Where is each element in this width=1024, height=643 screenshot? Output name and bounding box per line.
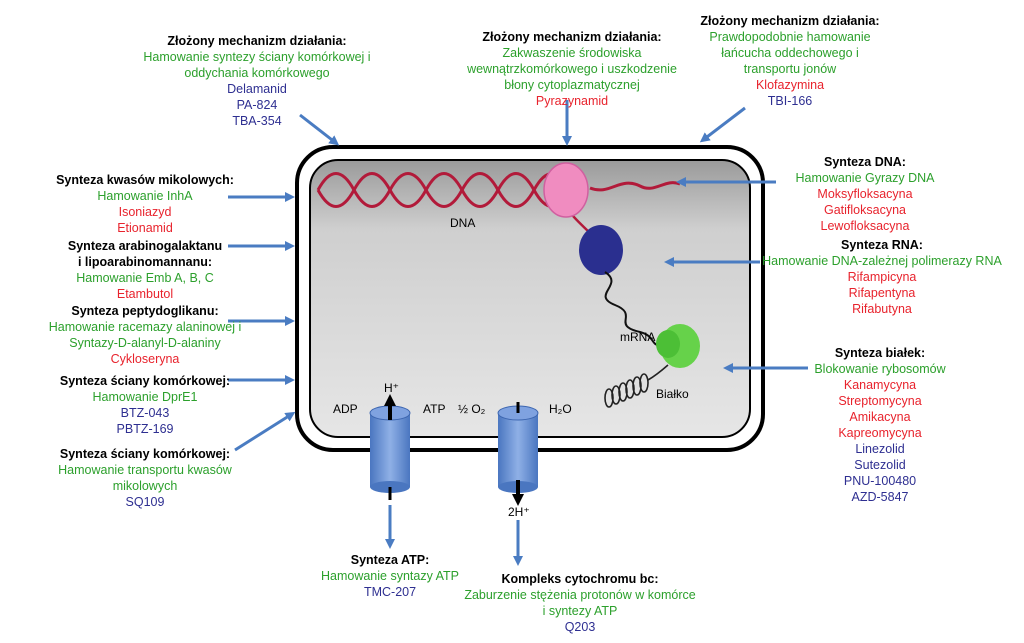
mechanism-line: łańcucha oddechowego i xyxy=(721,46,859,60)
annotation-arabino: Synteza arabinogalaktanu i lipoarabinoma… xyxy=(45,238,245,302)
drug-name: Amikacyna xyxy=(849,410,911,424)
drug-name: PNU-100480 xyxy=(843,474,917,488)
mechanism-line: Hamowanie Gyrazy DNA xyxy=(795,171,935,185)
annotation-wall1: Synteza ściany komórkowej: Hamowanie Dpr… xyxy=(40,373,250,437)
mrna-label: mRNA xyxy=(620,330,656,344)
drug-name: SQ109 xyxy=(125,495,165,509)
h-plus-label: H⁺ xyxy=(384,381,399,395)
heading: Synteza ściany komórkowej: xyxy=(59,447,231,461)
annotation-protein-synthesis: Synteza białek: Blokowanie rybosomów Kan… xyxy=(805,345,955,505)
drug-name: PA-824 xyxy=(236,98,278,112)
drug-name: Isoniazyd xyxy=(118,205,172,219)
mechanism-line: transportu jonów xyxy=(743,62,837,76)
drug-name: Q203 xyxy=(564,620,596,634)
mechanism-line: Hamowanie syntezy ściany komórkowej i xyxy=(143,50,371,64)
drug-name: Cykloseryna xyxy=(110,352,180,366)
mechanism-line: Blokowanie rybosomów xyxy=(814,362,946,376)
arrow-wall2 xyxy=(234,411,296,452)
mechanism-line: Hamowanie transportu kwasów xyxy=(58,463,232,477)
drug-name: Streptomycyna xyxy=(838,394,922,408)
annotation-wall2: Synteza ściany komórkowej: Hamowanie tra… xyxy=(45,446,245,510)
heading: Kompleks cytochromu bc: xyxy=(501,572,659,586)
arrow-top-right xyxy=(699,106,746,143)
arrow-top-left xyxy=(299,113,340,146)
mechanism-line: Hamowanie DNA-zależnej polimerazy RNA xyxy=(762,254,1002,268)
dna-gyrase-shape xyxy=(543,162,589,218)
heading: Synteza białek: xyxy=(834,346,926,360)
heading: Synteza peptydoglikanu: xyxy=(71,304,219,318)
heading: Złożony mechanizm działania: xyxy=(167,34,347,48)
heading: Złożony mechanizm działania: xyxy=(482,30,662,44)
mechanism-line: Hamowanie Emb A, B, C xyxy=(76,271,214,285)
mechanism-line: Syntazy-D-alanyl-D-alaniny xyxy=(69,336,221,350)
mechanism-line: Zaburzenie stężenia protonów w komórce xyxy=(464,588,696,602)
drug-name: Etambutol xyxy=(116,287,174,301)
heading: Synteza ściany komórkowej: xyxy=(59,374,231,388)
heading: Synteza kwasów mikolowych: xyxy=(56,173,234,187)
heading: Złożony mechanizm działania: xyxy=(700,14,880,28)
heading: Synteza arabinogalaktanu xyxy=(67,239,223,253)
mechanism-line: Hamowanie syntazy ATP xyxy=(320,569,460,583)
drug-name: Etionamid xyxy=(117,221,173,235)
mechanism-line: Prawdopodobnie hamowanie xyxy=(709,30,871,44)
annotation-top-right: Złożony mechanizm działania: Prawdopodob… xyxy=(690,13,890,109)
annotation-dna-synthesis: Synteza DNA: Hamowanie Gyrazy DNA Moksyf… xyxy=(785,154,945,234)
annotation-mycolic: Synteza kwasów mikolowych: Hamowanie Inh… xyxy=(40,172,250,236)
half-o2-label: ½ O₂ xyxy=(458,402,486,416)
drug-name: TBI-166 xyxy=(767,94,813,108)
annotation-cytochrome: Kompleks cytochromu bc: Zaburzenie stęże… xyxy=(455,571,705,635)
drug-name: Lewofloksacyna xyxy=(820,219,910,233)
drug-name: Linezolid xyxy=(855,442,905,456)
drug-name: Rifapentyna xyxy=(848,286,916,300)
annotation-rna-synthesis: Synteza RNA: Hamowanie DNA-zależnej poli… xyxy=(762,237,1002,317)
mechanism-line: Hamowanie racemazy alaninowej i xyxy=(48,320,242,334)
drug-name: Kanamycyna xyxy=(843,378,917,392)
mechanism-line: oddychania komórkowego xyxy=(184,66,330,80)
drug-name: Sutezolid xyxy=(854,458,906,472)
drug-name: PBTZ-169 xyxy=(116,422,174,436)
mechanism-line: Hamowanie InhA xyxy=(97,189,193,203)
annotation-peptido: Synteza peptydoglikanu: Hamowanie racema… xyxy=(15,303,275,367)
heading: Synteza RNA: xyxy=(841,238,923,252)
drug-name: TBA-354 xyxy=(232,114,282,128)
cytochrome-bc-pore xyxy=(497,402,539,506)
dna-label: DNA xyxy=(450,216,476,230)
annotation-top-center: Złożony mechanizm działania: Zakwaszenie… xyxy=(457,29,687,109)
drug-name: Delamanid xyxy=(227,82,287,96)
annotation-top-left: Złożony mechanizm działania: Hamowanie s… xyxy=(122,33,392,129)
mechanism-line: i syntezy ATP xyxy=(542,604,618,618)
heading: i lipoarabinomannanu: xyxy=(77,255,213,269)
protein-coil xyxy=(604,364,669,408)
rna-polymerase-shape xyxy=(579,225,623,275)
drug-name: Gatifloksacyna xyxy=(824,203,906,217)
mechanism-line: Hamowanie DprE1 xyxy=(92,390,198,404)
drug-name: TMC-207 xyxy=(363,585,417,599)
drug-name: Kapreomycyna xyxy=(838,426,922,440)
mechanism-line: mikolowych xyxy=(112,479,178,493)
drug-name: AZD-5847 xyxy=(851,490,909,504)
drug-name: Moksyfloksacyna xyxy=(817,187,913,201)
drug-name: Klofazymina xyxy=(755,78,825,92)
drug-name: Pyrazynamid xyxy=(535,94,609,108)
atp-synthase-pore xyxy=(369,394,411,500)
mrna-strand xyxy=(604,271,661,347)
ribosome-small-subunit xyxy=(656,330,680,358)
drug-name: BTZ-043 xyxy=(120,406,170,420)
heading: Synteza DNA: xyxy=(824,155,906,169)
mechanism-line: błony cytoplazmatycznej xyxy=(504,78,640,92)
two-h-plus-label: 2H⁺ xyxy=(508,505,530,519)
h2o-label: H₂O xyxy=(549,402,572,416)
drug-name: Rifabutyna xyxy=(852,302,912,316)
mechanism-line: wewnątrzkomórkowego i uszkodzenie xyxy=(467,62,677,76)
heading: Synteza ATP: xyxy=(350,553,430,567)
drug-name: Rifampicyna xyxy=(847,270,917,284)
adp-label: ADP xyxy=(333,402,358,416)
annotation-atp-synthesis: Synteza ATP: Hamowanie syntazy ATP TMC-2… xyxy=(320,552,460,600)
protein-label: Białko xyxy=(656,387,689,401)
atp-label: ATP xyxy=(423,402,446,416)
arrows xyxy=(228,100,808,566)
mechanism-line: Zakwaszenie środowiska xyxy=(502,46,642,60)
